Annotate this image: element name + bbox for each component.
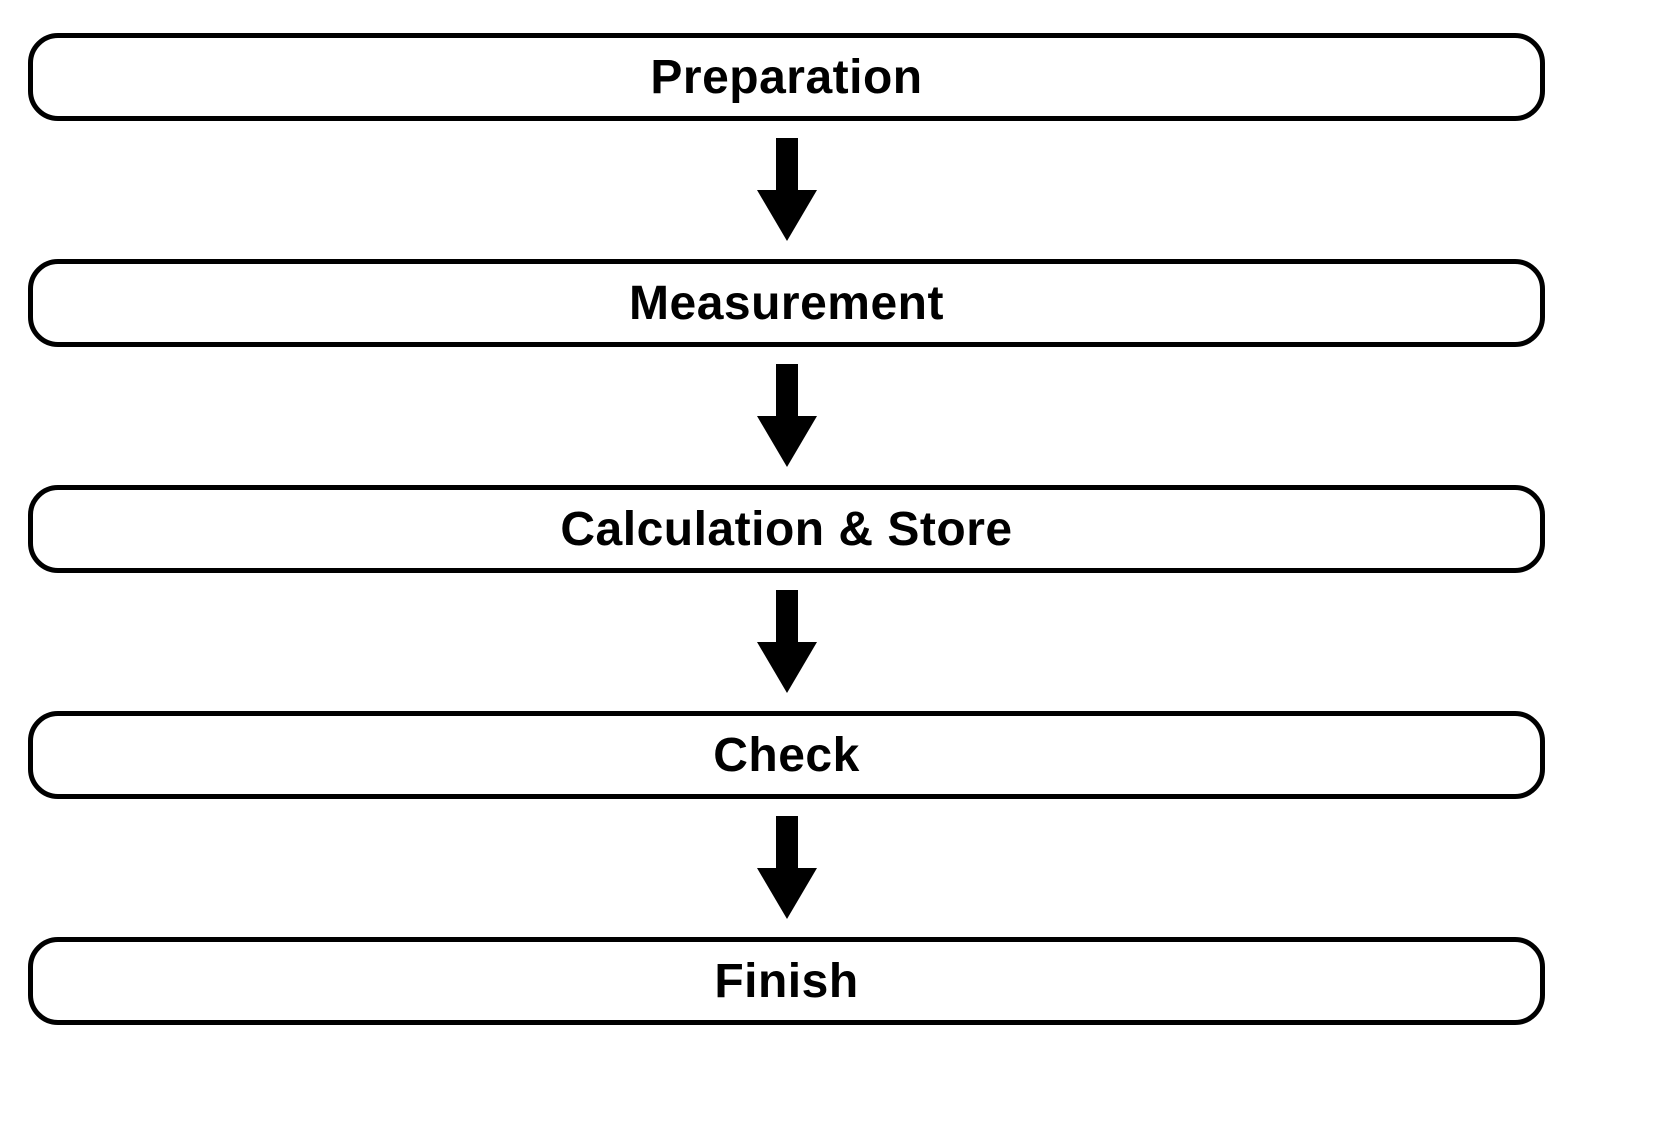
down-arrow-icon — [756, 121, 818, 259]
flow-node-preparation: Preparation — [28, 33, 1545, 121]
flow-node-preparation-label: Preparation — [650, 50, 923, 104]
flow-node-calculation-store-label: Calculation & Store — [560, 502, 1013, 556]
flow-node-check-label: Check — [713, 728, 860, 782]
flow-node-finish: Finish — [28, 937, 1545, 1025]
flow-node-measurement: Measurement — [28, 259, 1545, 347]
down-arrow-icon — [756, 799, 818, 937]
flow-node-calculation-store: Calculation & Store — [28, 485, 1545, 573]
flow-node-check: Check — [28, 711, 1545, 799]
flow-node-finish-label: Finish — [714, 954, 859, 1008]
flowchart: Preparation Measurement Calculation & St… — [28, 33, 1545, 1025]
down-arrow-icon — [756, 347, 818, 485]
flow-node-measurement-label: Measurement — [629, 276, 944, 330]
down-arrow-icon — [756, 573, 818, 711]
